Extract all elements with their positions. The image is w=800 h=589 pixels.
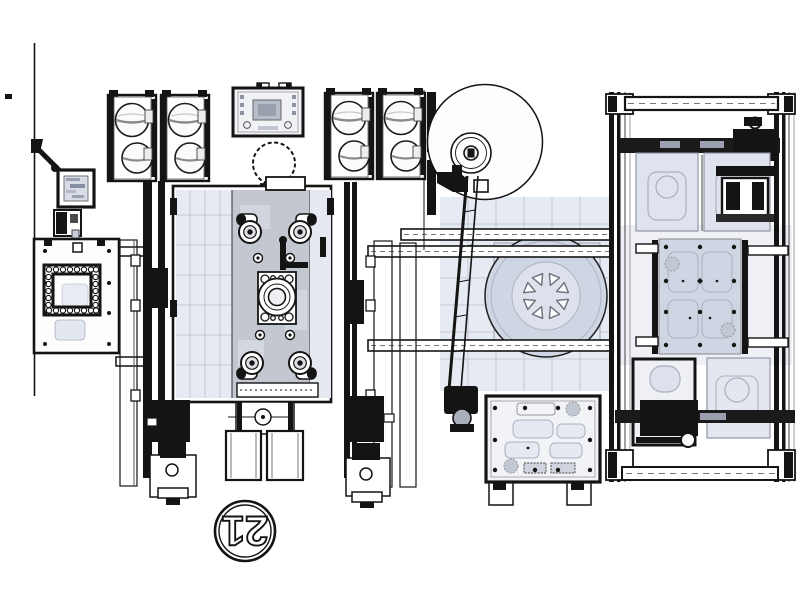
arm-head	[444, 386, 478, 414]
pallet-bolts	[492, 405, 593, 473]
balloon-number: 21	[222, 508, 269, 555]
gripper-mechanism	[716, 166, 774, 222]
knob	[240, 351, 264, 375]
gantry-frame	[605, 92, 796, 482]
pallet-plate	[484, 394, 602, 506]
gantry-lower-carriage	[615, 400, 795, 448]
hmi-panel	[31, 139, 96, 243]
foot-left	[224, 429, 263, 482]
boundary-wall	[5, 43, 36, 396]
roller-unit-1	[106, 88, 158, 183]
press-base	[224, 401, 305, 482]
gantry-center-plate	[635, 238, 789, 355]
detail-balloon-21: 21	[213, 499, 277, 563]
roller-unit-2	[159, 88, 211, 183]
gantry-top-beam	[623, 95, 780, 112]
plate-bolts	[43, 249, 111, 346]
roller-unit-4	[375, 86, 427, 181]
central-press-module	[170, 176, 334, 404]
gantry-lower-right-panel	[706, 357, 771, 439]
junction-box	[231, 82, 305, 138]
knob	[288, 220, 312, 244]
knob	[288, 351, 312, 375]
center-flange	[257, 271, 297, 325]
plate-bolt-grid	[663, 244, 737, 348]
rail-carriage-right	[344, 396, 395, 508]
knob	[238, 220, 262, 244]
fixture-plate	[32, 237, 121, 355]
foot-right	[265, 429, 305, 482]
dancer-arm	[437, 165, 489, 432]
roller-unit-3	[323, 86, 375, 181]
rail-carriage-left	[146, 400, 197, 505]
gantry-bottom-beam	[621, 466, 779, 481]
turntable	[484, 234, 608, 358]
